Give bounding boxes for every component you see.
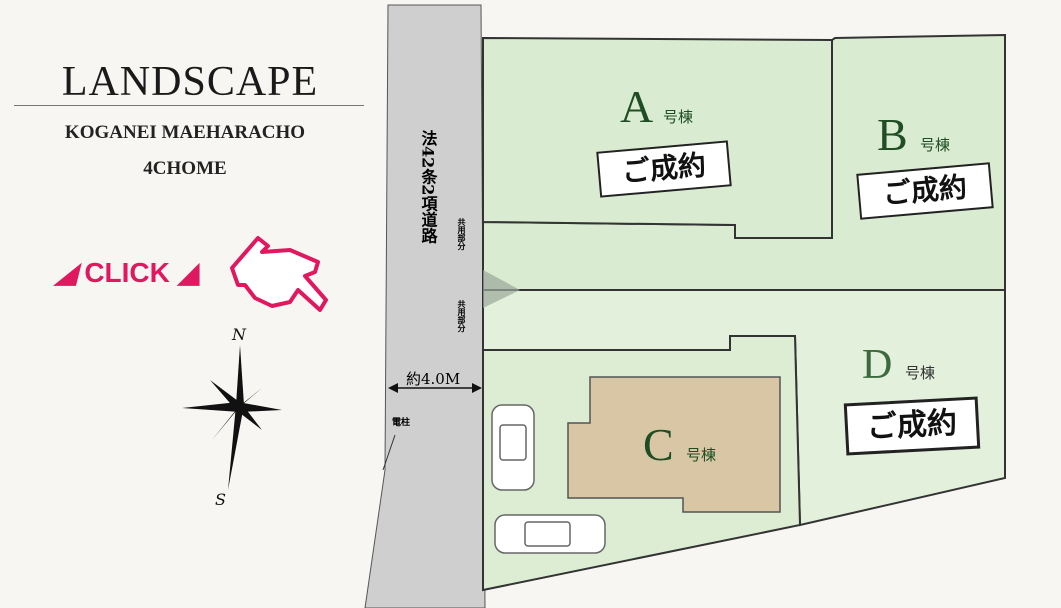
lot-b-suffix: 号棟	[920, 137, 950, 154]
subtitle-line2: 4CHOME	[143, 158, 227, 179]
road	[364, 4, 486, 608]
shared-area-hatch	[483, 270, 520, 308]
lot-d-sold-badge: ご成約	[843, 396, 981, 456]
lot-a-area[interactable]	[482, 36, 833, 239]
subtitle-line1: KOGANEI MAEHARACHO	[64, 122, 306, 143]
click-button[interactable]: ◢ CLICK ◢	[55, 256, 199, 289]
pole-leader	[382, 434, 396, 471]
lot-d-suffix: 号棟	[905, 365, 935, 382]
shared-label-1: 共用部分	[457, 217, 467, 251]
arrow-left-icon	[388, 383, 398, 393]
shared-label-2: 共用部分	[457, 299, 467, 333]
compass-rose: N S	[182, 325, 282, 509]
lot-b-letter: B	[877, 109, 908, 160]
compass-south-label: S	[215, 490, 226, 509]
house-c	[567, 376, 781, 513]
title-divider	[14, 105, 364, 106]
lot-a-suffix: 号棟	[663, 109, 693, 126]
click-right-mark: ◢	[177, 257, 200, 288]
road-width-label: 約4.0M	[406, 370, 460, 388]
compass-north-label: N	[231, 325, 247, 344]
car-icon	[491, 404, 535, 491]
pointing-hand-icon[interactable]	[230, 236, 328, 312]
lot-c-letter: C	[643, 419, 674, 470]
click-label: CLICK	[84, 257, 170, 288]
page-title: LANDSCAPE	[61, 59, 319, 105]
lot-a-letter: A	[620, 81, 653, 132]
click-left-mark: ◢	[55, 257, 77, 288]
lot-d-letter: D	[862, 342, 892, 388]
arrow-right-icon	[472, 383, 482, 393]
pole-label: 電柱	[392, 416, 410, 428]
road-label: 法42条2項道路	[419, 129, 439, 244]
lot-c-suffix: 号棟	[686, 447, 716, 464]
car-icon	[494, 514, 606, 554]
